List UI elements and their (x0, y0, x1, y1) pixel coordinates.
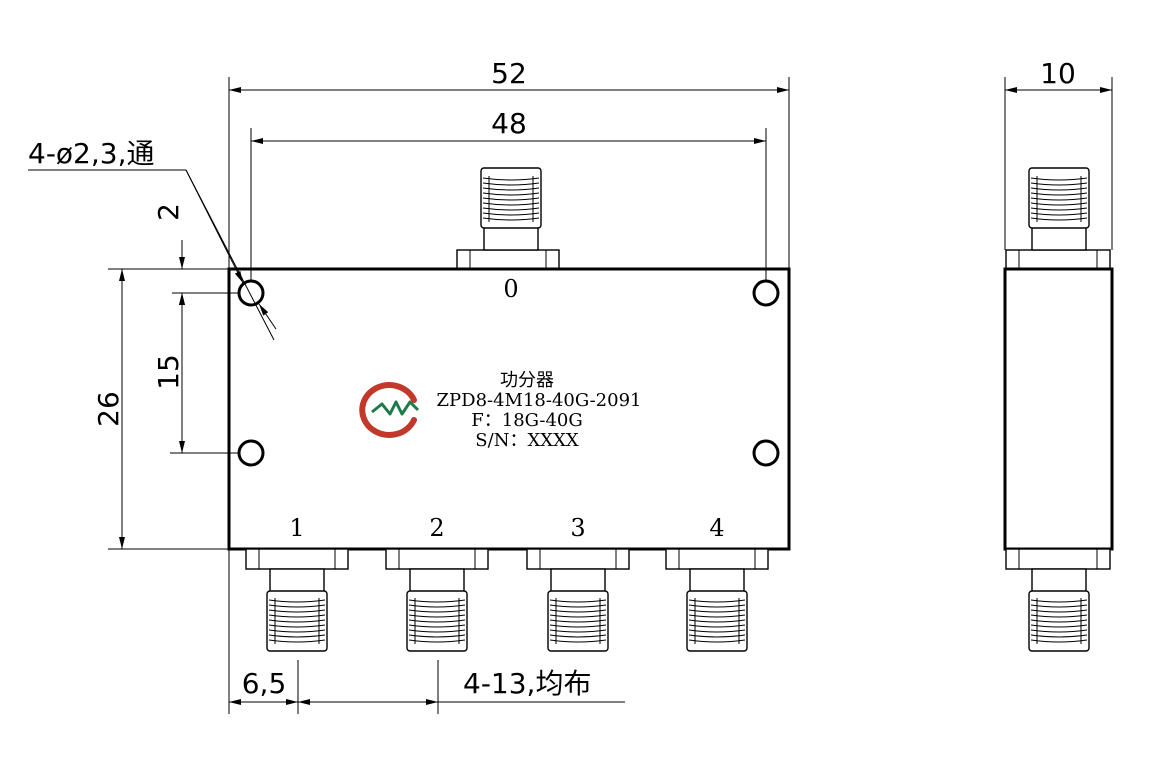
product-name: 功分器 (500, 370, 554, 391)
dim-side-width: 10 (1040, 57, 1076, 90)
company-logo (359, 382, 420, 438)
side-view (1003, 167, 1114, 652)
mounting-hole (752, 279, 780, 307)
dim-hole-spacing: 48 (491, 107, 527, 140)
dim-top-offset: 2 (152, 203, 185, 221)
serial-number: S/N：XXXX (475, 430, 579, 451)
dim-port-spacing: 4-13,均布 (463, 667, 591, 700)
port-label-1: 1 (289, 514, 304, 542)
frequency-range: F：18G-40G (471, 410, 582, 431)
dim-overall-width: 52 (491, 57, 527, 90)
port-label-3: 3 (570, 514, 585, 542)
port-label-2: 2 (429, 514, 444, 542)
port-label-4: 4 (709, 514, 724, 542)
dim-hole-vertical: 15 (152, 354, 185, 390)
dim-body-height: 26 (92, 391, 125, 427)
dim-first-port-offset: 6,5 (242, 667, 287, 700)
mounting-hole (237, 279, 265, 307)
mounting-hole (752, 439, 780, 467)
output-connector-3 (526, 548, 630, 652)
output-connector-2 (385, 548, 489, 652)
mounting-hole (237, 439, 265, 467)
dim-holes-callout: 4-ø2,3,通 (28, 137, 154, 170)
output-connectors (245, 548, 769, 652)
port-label-input: 0 (503, 275, 518, 303)
model-number: ZPD8-4M18-40G-2091 (437, 390, 642, 411)
input-connector (456, 167, 560, 270)
divider-body (227, 267, 791, 551)
output-connector-4 (665, 548, 769, 652)
output-connector-1 (245, 548, 349, 652)
